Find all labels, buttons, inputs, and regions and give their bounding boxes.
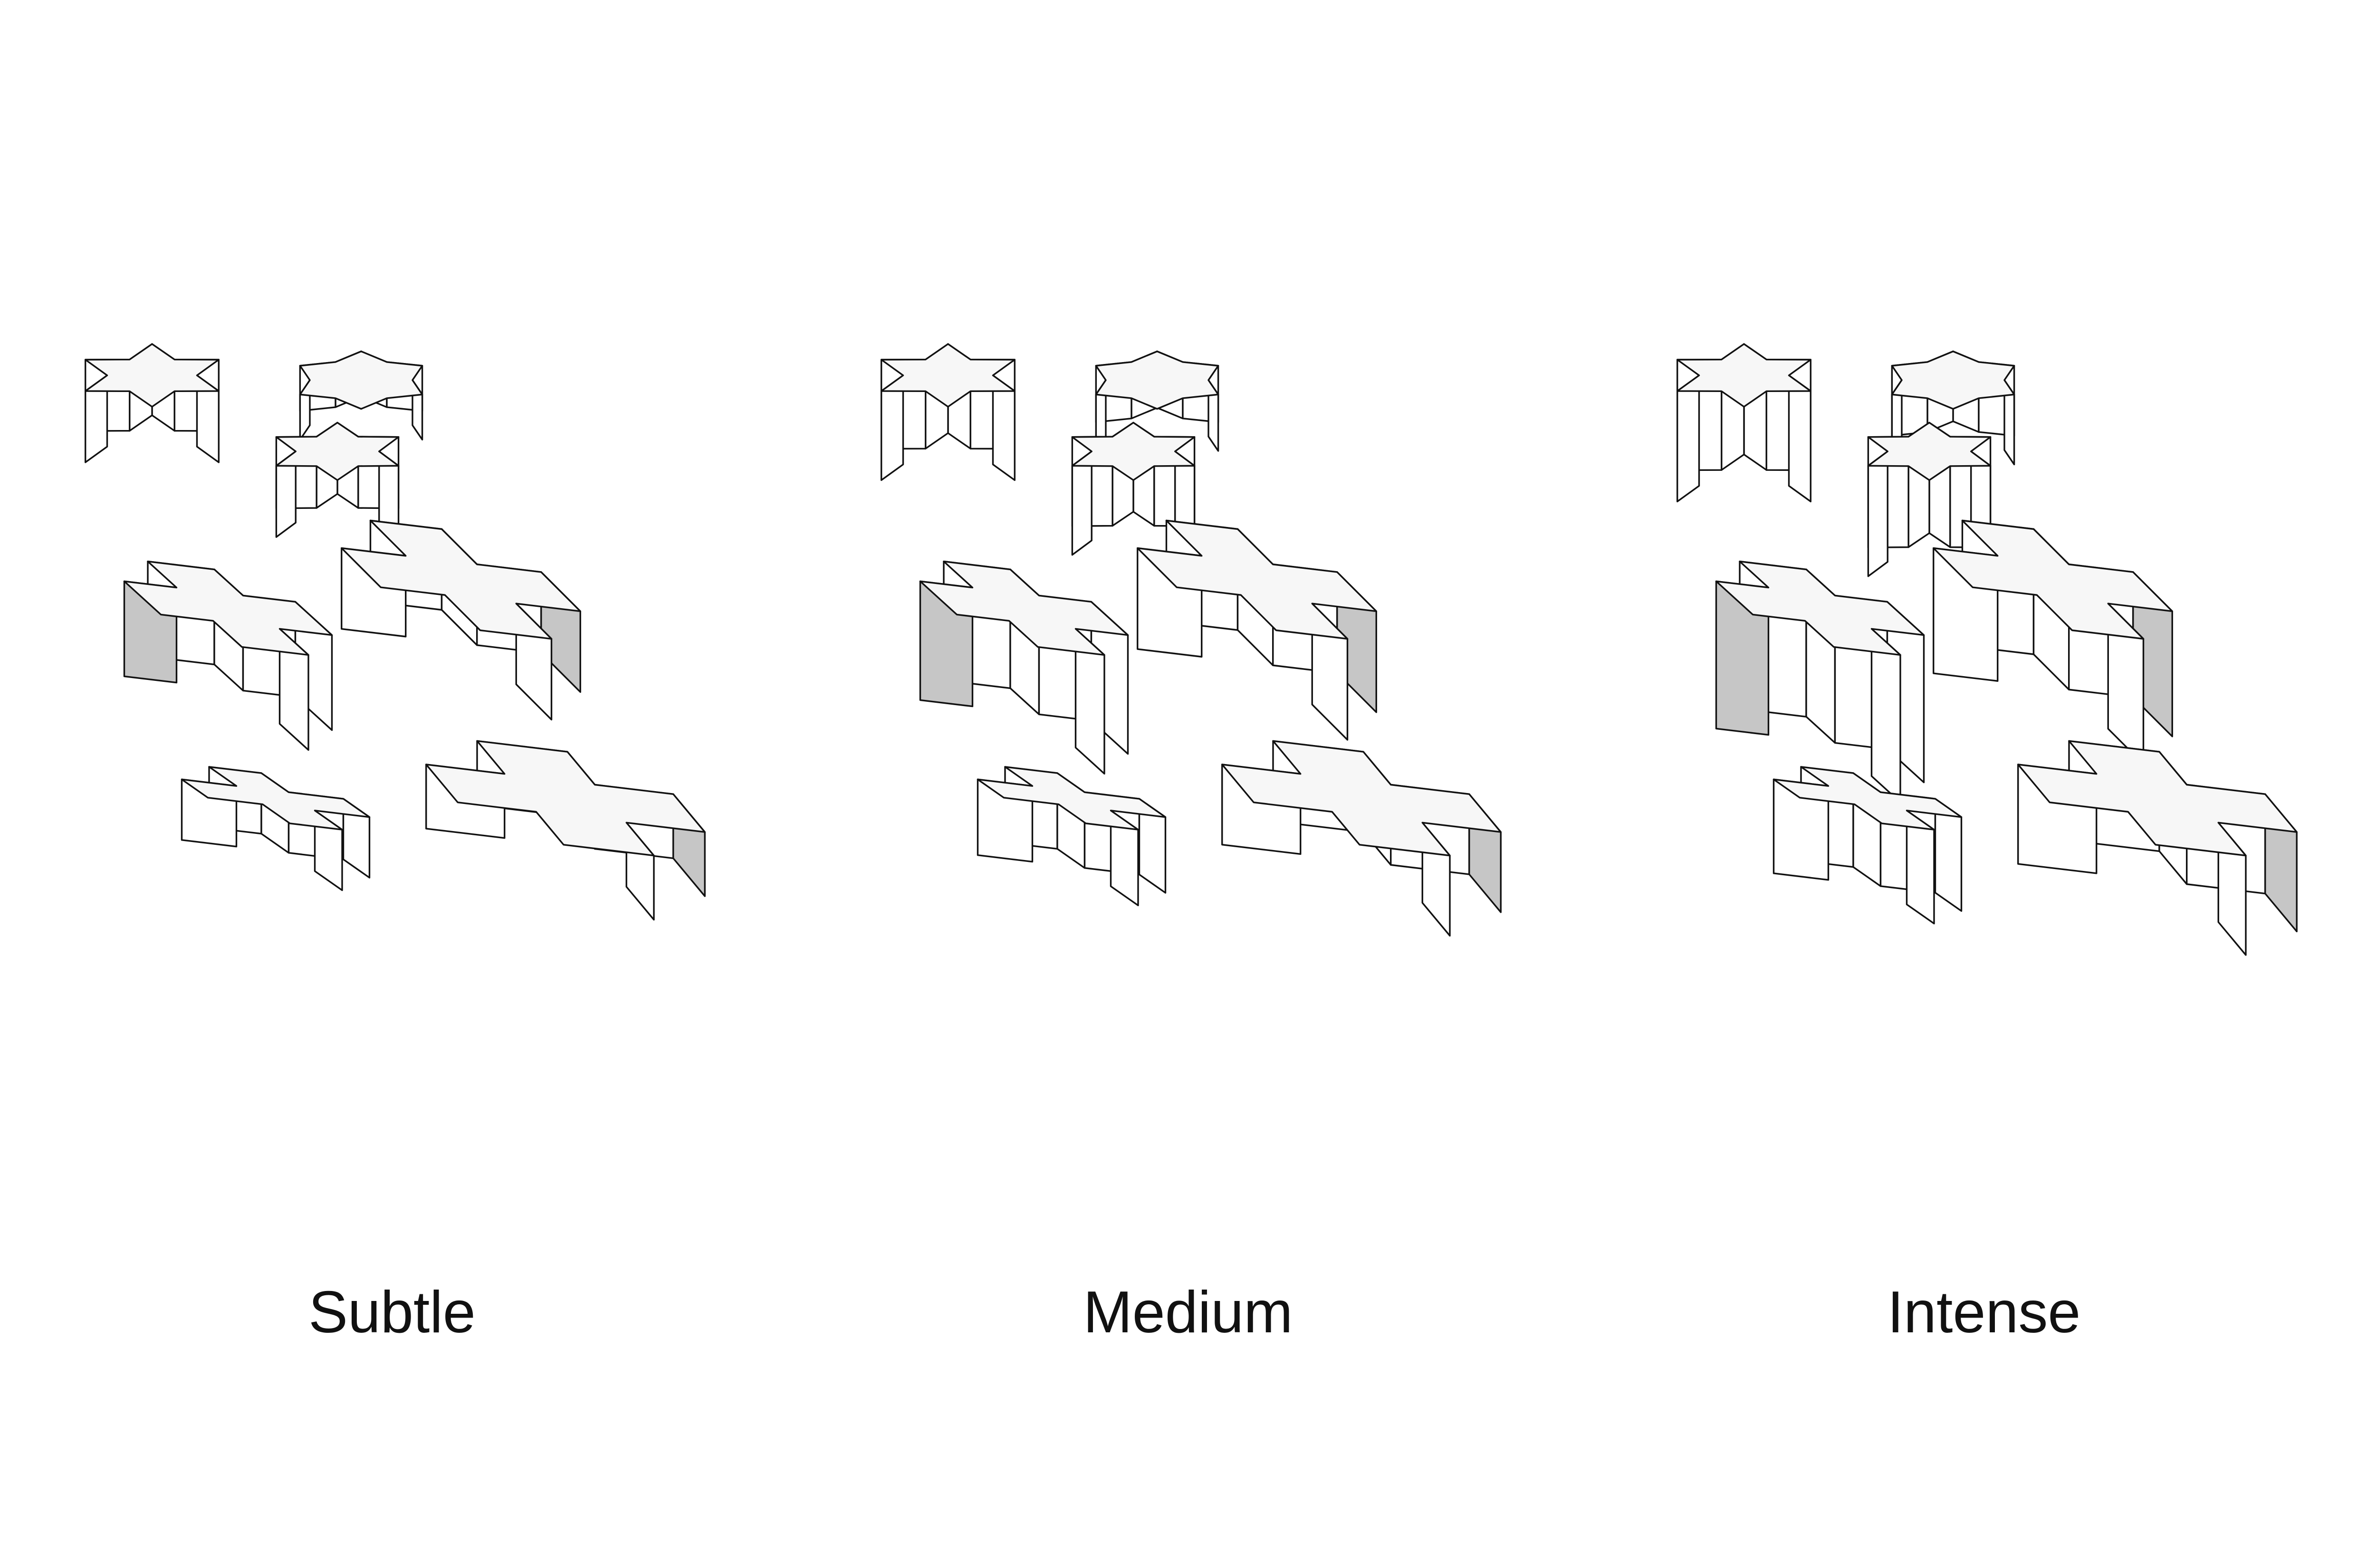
cross-block-back-left [1715, 560, 1925, 803]
star-block-front [275, 421, 400, 538]
block-top-face [1715, 560, 1925, 656]
block-wall [1677, 374, 1700, 503]
block-wall [1788, 374, 1811, 503]
block-wall [1071, 450, 1092, 556]
cross-block-front-right [1221, 740, 1502, 937]
block-top-face [275, 421, 400, 481]
block-top-face [341, 519, 581, 640]
star-block-back [299, 350, 423, 440]
block-top-face [1772, 766, 1963, 831]
caption-subtle: Subtle [308, 1280, 476, 1345]
cross-block-back-right [1933, 519, 2173, 765]
panel-intense: Intense [1592, 0, 2376, 1568]
block-top-face [1677, 343, 1811, 408]
caption-intense: Intense [1887, 1280, 2081, 1345]
block-top-face [1221, 740, 1502, 857]
block-top-face [1891, 350, 2015, 410]
cross-block-back-left [123, 560, 333, 751]
block-top-face [181, 766, 371, 831]
star-block-left [85, 343, 220, 463]
block-top-face [1933, 519, 2173, 640]
block-top-face [1095, 350, 1219, 410]
block-top-face [2017, 740, 2298, 857]
star-block-back [1095, 350, 1219, 452]
panel-medium: Medium [796, 0, 1580, 1568]
cross-blocks-drawing-intense [1677, 343, 2298, 956]
caption-medium: Medium [1083, 1280, 1293, 1345]
cross-block-front-right [425, 740, 706, 921]
block-top-face [1137, 519, 1377, 640]
block-top-face [123, 560, 333, 656]
block-top-face [977, 766, 1167, 831]
block-top-face [1071, 421, 1196, 481]
star-block-left [1677, 343, 1811, 503]
cross-block-front-left [977, 766, 1167, 907]
cross-block-front-left [1772, 766, 1963, 925]
cross-block-back-right [1137, 519, 1377, 741]
block-top-face [881, 343, 1016, 408]
star-block-back [1891, 350, 2015, 466]
block-top-face [919, 560, 1129, 656]
block-top-face [425, 740, 706, 857]
block-top-face [1867, 421, 1992, 481]
block-wall [1867, 450, 1888, 577]
cross-block-front-left [181, 766, 371, 891]
cross-block-back-right [341, 519, 581, 721]
block-top-face [85, 343, 220, 408]
cross-block-back-left [919, 560, 1129, 775]
cross-blocks-drawing-subtle [85, 343, 706, 921]
cross-block-front-right [2017, 740, 2298, 956]
panel-subtle: Subtle [0, 0, 784, 1568]
block-top-face [299, 350, 423, 410]
star-block-left [881, 343, 1016, 481]
cross-blocks-drawing-medium [881, 343, 1502, 937]
